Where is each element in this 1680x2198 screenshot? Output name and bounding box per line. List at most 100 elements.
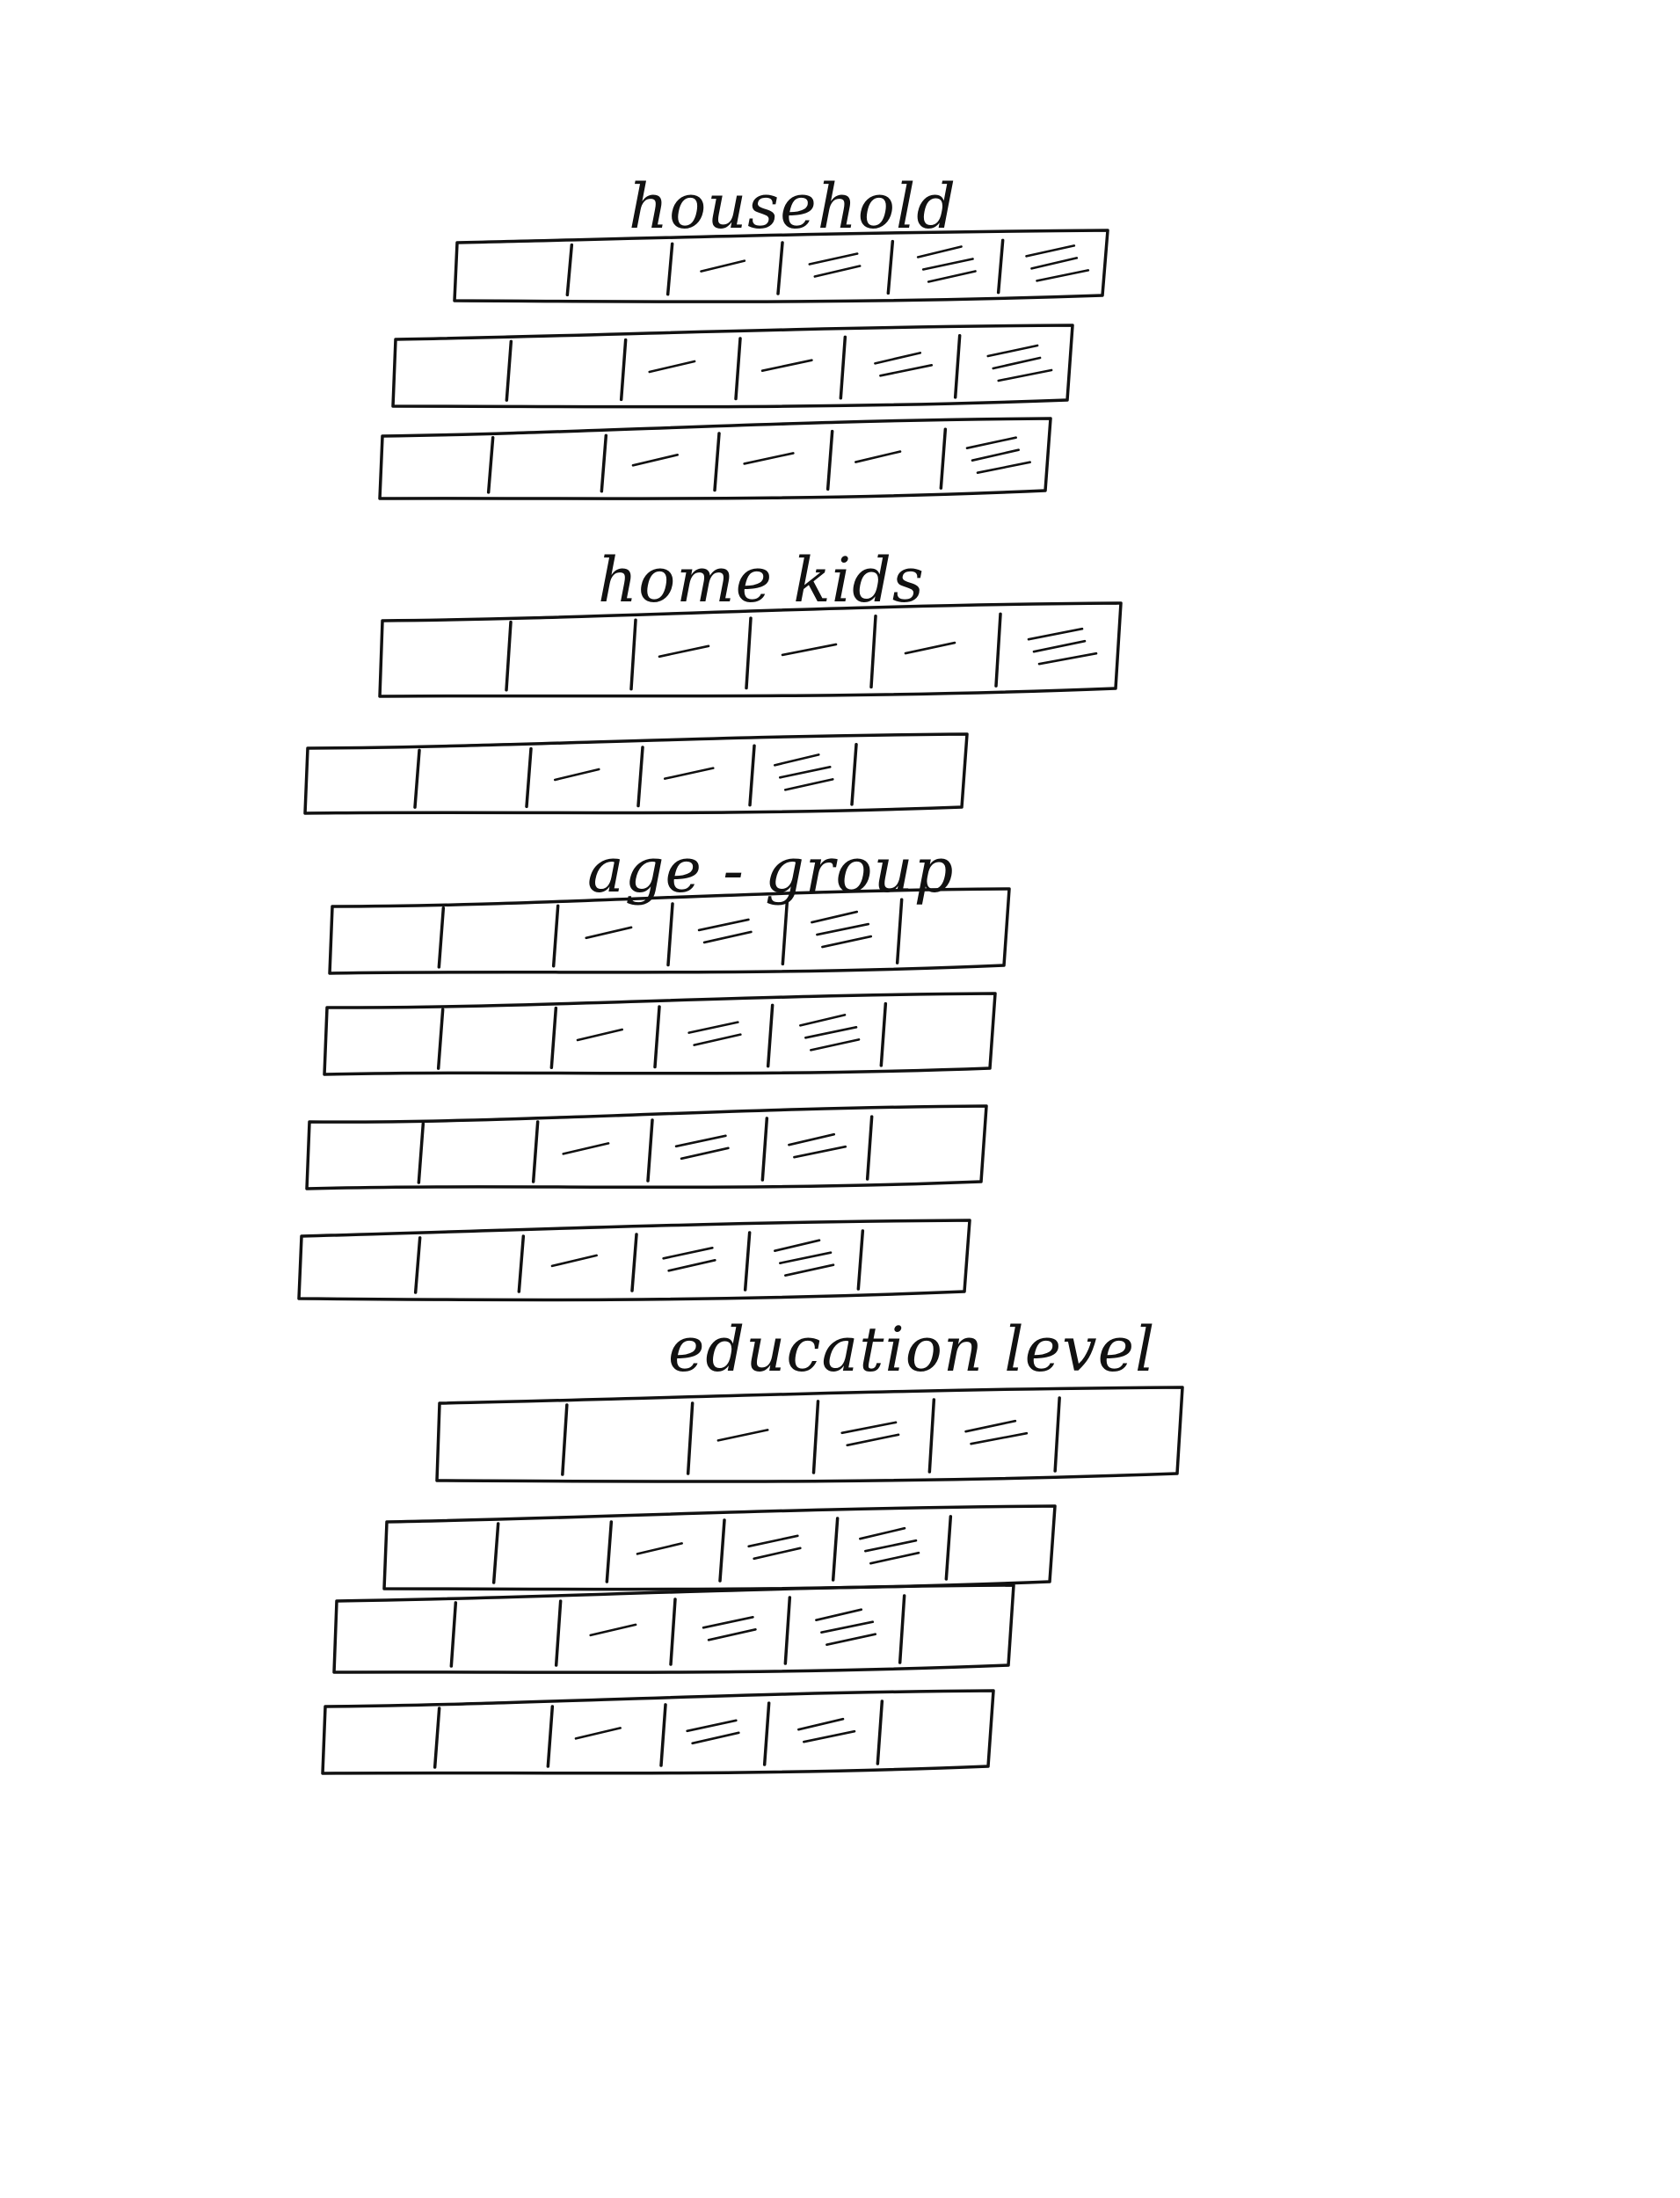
segment-divider: [865, 1115, 874, 1181]
stacked-bar: [332, 1583, 1015, 1674]
hatch-mark: [697, 918, 750, 932]
hatch-mark: [702, 1616, 754, 1629]
segment-divider: [734, 337, 742, 401]
bar-outline: [391, 324, 1074, 409]
hatch-mark: [574, 1727, 622, 1740]
hatch-mark: [916, 245, 963, 258]
segment-divider: [433, 1707, 441, 1769]
hatch-mark: [965, 436, 1017, 450]
hatch-mark: [825, 1633, 877, 1646]
hatch-mark: [576, 1028, 623, 1042]
hatch-mark: [846, 1433, 900, 1447]
stacked-bar: [435, 1386, 1184, 1483]
hatch-mark: [1025, 244, 1076, 258]
hatch-mark: [797, 1717, 845, 1731]
segment-divider: [417, 1122, 425, 1184]
bar-outline: [328, 887, 1011, 975]
segment-divider: [517, 1234, 526, 1293]
hatch-mark: [997, 368, 1053, 382]
hatch-mark: [1030, 257, 1079, 270]
segment-divider: [531, 1120, 540, 1183]
hatch-mark: [674, 1134, 727, 1148]
segment-divider: [630, 1233, 638, 1292]
segment-divider: [939, 427, 948, 490]
hatch-mark: [631, 453, 679, 467]
bar-outline: [305, 1104, 988, 1190]
hatch-mark: [864, 1539, 918, 1553]
segment-divider: [565, 243, 574, 297]
hatch-mark: [693, 1033, 742, 1046]
hatch-mark: [879, 364, 934, 377]
segment-divider: [449, 1601, 458, 1668]
segment-divider: [669, 1598, 677, 1666]
stacked-bar: [305, 1104, 988, 1190]
hatch-mark: [804, 1026, 858, 1039]
bar-outline: [435, 1386, 1184, 1483]
hatch-mark: [747, 1534, 799, 1548]
segment-divider: [927, 1398, 936, 1474]
segment-divider: [665, 242, 674, 296]
hatch-mark: [820, 1620, 875, 1634]
segment-divider: [437, 906, 446, 969]
segment-divider: [994, 612, 1002, 688]
segment-divider: [876, 1699, 884, 1765]
segment-divider: [718, 1518, 726, 1583]
hatch-mark: [869, 1551, 920, 1565]
group-title-education-level: education level: [668, 1314, 1156, 1386]
hatch-mark: [810, 1038, 861, 1052]
hatch-mark: [816, 922, 870, 936]
hatch-mark: [1027, 627, 1084, 641]
hatch-mark: [808, 252, 859, 266]
stacked-bar: [297, 1219, 971, 1302]
segment-divider: [505, 339, 513, 402]
hatch-mark: [636, 1542, 683, 1555]
segment-divider: [811, 1400, 820, 1474]
hatch-mark: [702, 930, 753, 944]
segment-divider: [686, 1401, 695, 1475]
hatch-mark: [707, 1628, 757, 1641]
hatch-mark: [783, 778, 834, 791]
hatch-mark: [921, 258, 974, 271]
segment-divider: [525, 746, 533, 809]
segment-divider: [745, 616, 753, 690]
hatch-mark: [874, 352, 922, 365]
segment-divider: [953, 333, 962, 399]
segment-divider: [748, 744, 756, 807]
hatch-mark: [680, 1146, 730, 1161]
segment-divider: [944, 1515, 953, 1581]
segment-divider: [766, 1003, 775, 1068]
hatch-mark: [855, 450, 902, 463]
hatch-mark: [784, 1263, 835, 1277]
segment-divider: [413, 748, 421, 809]
hatch-mark: [648, 360, 696, 374]
hatch-mark: [793, 1145, 847, 1159]
group-title-household: household: [629, 171, 957, 243]
hatch-mark: [716, 1429, 769, 1442]
hatch-mark: [986, 344, 1039, 358]
hatch-mark: [743, 452, 795, 465]
bar-outline: [378, 601, 1123, 698]
hatch-mark: [803, 1729, 856, 1743]
segment-divider: [825, 429, 834, 491]
segment-divider: [600, 433, 608, 493]
segment-divider: [486, 435, 495, 494]
bar-outline: [323, 992, 997, 1076]
stacked-bar: [378, 417, 1052, 500]
stacked-bar: [321, 1689, 995, 1775]
hatch-mark: [687, 1021, 739, 1034]
segment-divider: [869, 614, 877, 689]
hatch-mark: [662, 1247, 714, 1260]
bar-outline: [332, 1583, 1015, 1674]
segment-divider: [605, 1520, 614, 1583]
group-title-age-group: age - group: [587, 834, 955, 906]
segment-divider: [856, 1229, 865, 1291]
hatch-mark: [667, 1259, 716, 1272]
segment-divider: [783, 1596, 792, 1665]
hatch-mark: [700, 259, 746, 273]
hatch-mark: [663, 767, 715, 780]
hatch-mark: [964, 1419, 1017, 1433]
hatch-mark: [1036, 269, 1090, 282]
segment-divider: [561, 1403, 569, 1476]
segment-divider: [554, 1599, 563, 1667]
